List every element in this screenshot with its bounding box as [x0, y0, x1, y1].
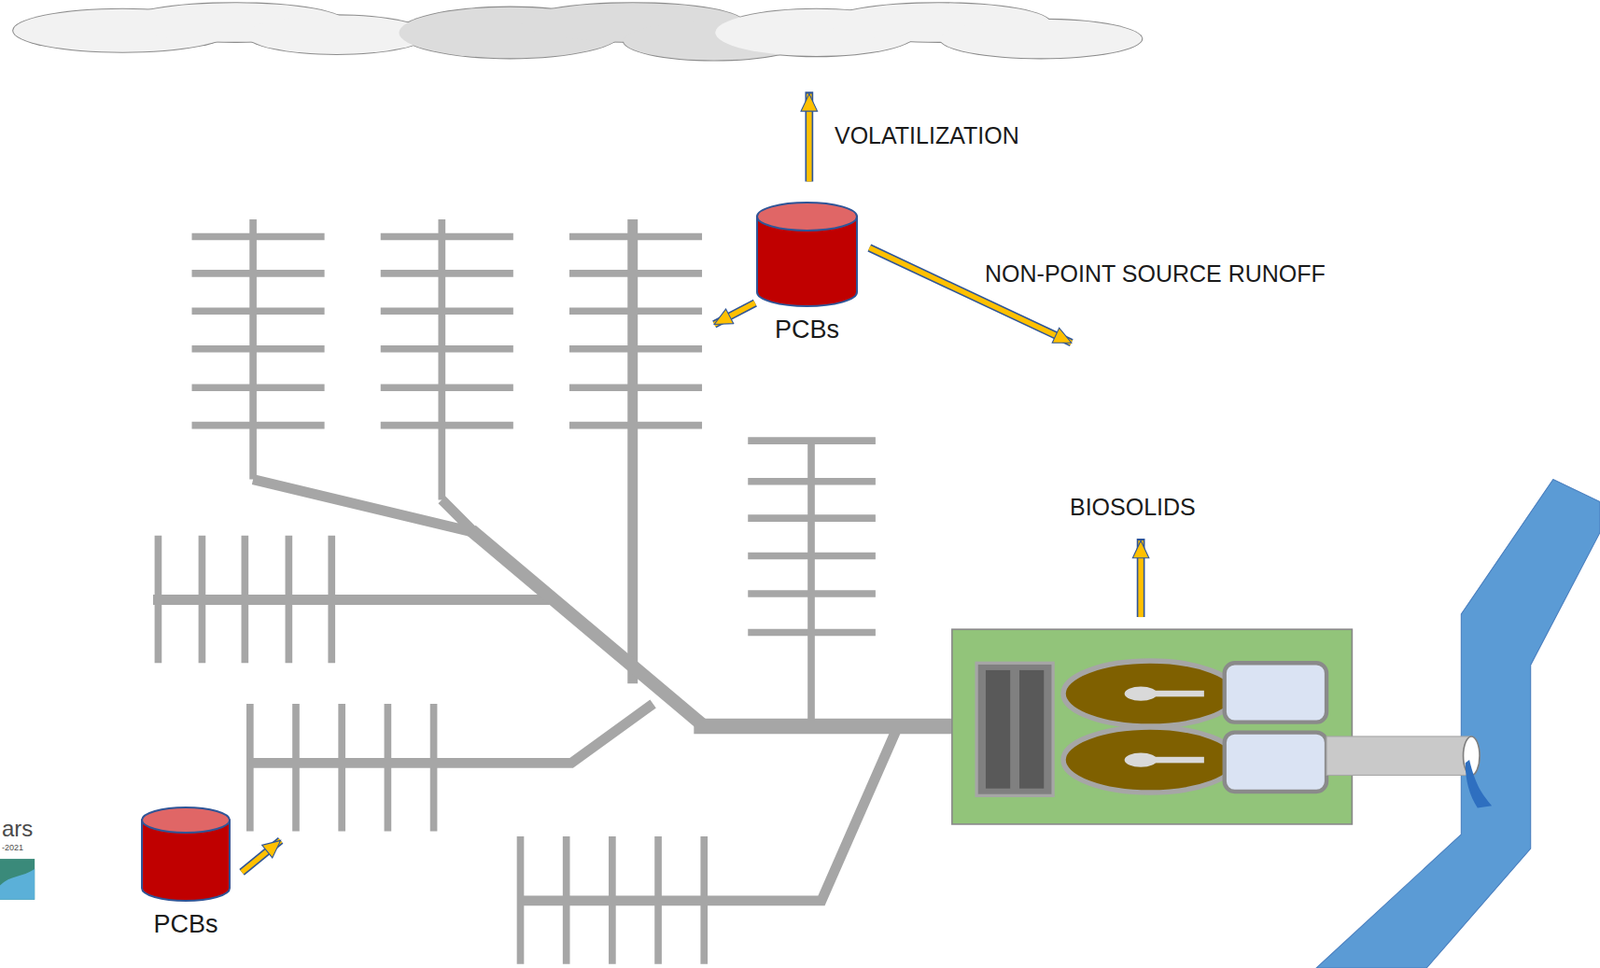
drum-symbol: [755, 200, 859, 309]
process-label: NON-POINT SOURCE RUNOFF: [984, 260, 1326, 288]
river: [1316, 479, 1600, 968]
logo-text: ars: [1, 815, 33, 843]
drum-label: PCBs: [153, 910, 218, 940]
process-label: BIOSOLIDS: [1069, 493, 1196, 521]
clouds: [12, 1, 1143, 61]
flow-arrows: [241, 91, 1141, 872]
sewer-network: [153, 219, 955, 965]
logo: [0, 858, 35, 900]
process-label: VOLATILIZATION: [834, 122, 1020, 150]
logo-text: -2021: [1, 842, 24, 853]
pcb-drum: PCBs: [755, 200, 859, 345]
outfall-pipe: [1326, 736, 1472, 776]
discharge: [1465, 759, 1492, 808]
treatment-plant: [952, 629, 1353, 825]
drum-symbol: [140, 805, 232, 903]
pcb-drum: PCBs: [140, 805, 232, 940]
drum-label: PCBs: [774, 315, 840, 345]
